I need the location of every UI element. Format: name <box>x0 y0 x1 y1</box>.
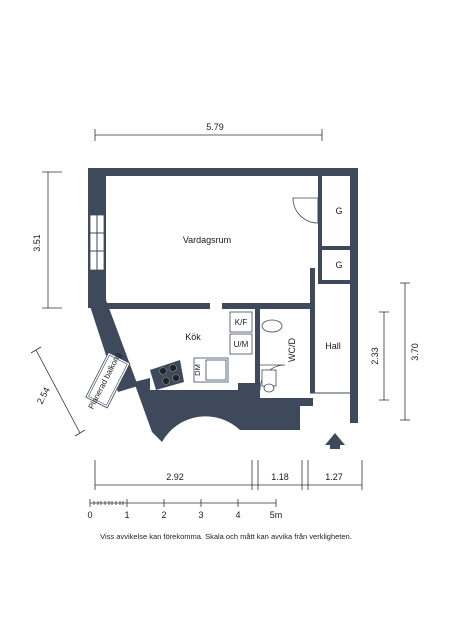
scale-tick-3: 3 <box>198 510 203 520</box>
entrance-arrow-icon <box>325 433 345 445</box>
scale-bar: 0 1 2 3 4 5m <box>87 499 282 520</box>
dimension-top-label: 5.79 <box>206 122 224 132</box>
dimension-bottom-2-label: 1.18 <box>271 472 289 482</box>
scale-tick-0: 0 <box>87 510 92 520</box>
dimension-left-label: 3.51 <box>32 234 42 252</box>
wall-core <box>134 378 300 442</box>
dimension-right-outer-label: 3.70 <box>410 343 420 361</box>
washer-box <box>229 333 253 355</box>
wall-closet-divider <box>318 246 350 250</box>
stove <box>150 360 184 390</box>
dimension-right-inner: 2.33 <box>370 311 389 401</box>
room-label-kitchen: Kök <box>185 332 201 342</box>
scale-tick-1: 1 <box>124 510 129 520</box>
scale-tick-2: 2 <box>161 510 166 520</box>
wall-living-kitchen-left <box>106 303 210 309</box>
dimension-top: 5.79 <box>94 122 323 141</box>
label-dm: DM <box>193 364 202 376</box>
room-label-closet-top: G <box>335 206 342 216</box>
fixtures <box>150 311 350 394</box>
wall-wc-left <box>255 309 260 399</box>
wall-closet2-bottom <box>318 280 350 284</box>
wall-closet-left <box>318 176 322 248</box>
room-label-hall: Hall <box>325 341 341 351</box>
label-um: U/M <box>234 340 249 349</box>
balcony <box>85 351 131 409</box>
wall-hall-left <box>310 268 315 393</box>
wall-living-kitchen-right <box>222 303 310 309</box>
dimension-balcony-label: 2.54 <box>35 386 52 406</box>
dimension-bottom-3-label: 1.27 <box>325 472 343 482</box>
dimension-bottom-1-label: 2.92 <box>166 472 184 482</box>
sink <box>205 359 227 381</box>
label-kf: K/F <box>235 318 248 327</box>
dimension-right-inner-label: 2.33 <box>370 347 380 365</box>
dimension-right-outer: 3.70 <box>400 282 420 421</box>
wall-closet2-left <box>318 250 322 280</box>
fridge-box <box>229 311 253 333</box>
wall-right <box>350 168 358 423</box>
dimension-bottom: 2.92 1.18 1.27 <box>94 460 363 490</box>
room-label-living: Vardagsrum <box>183 235 231 245</box>
dimension-left: 3.51 <box>32 171 62 309</box>
closet-door-arc <box>292 197 319 224</box>
scale-tick-4: 4 <box>235 510 240 520</box>
room-label-wc: WC/D <box>287 338 297 362</box>
wall-top <box>88 168 358 176</box>
disclaimer-text: Viss avvikelse kan förekomma. Skala och … <box>100 532 352 541</box>
dimension-balcony: 2.54 <box>30 346 86 437</box>
wall-bottom-wc <box>258 398 313 406</box>
room-label-closet-bottom: G <box>335 260 342 270</box>
wc-sink <box>261 319 283 333</box>
scale-tick-5: 5m <box>270 510 283 520</box>
